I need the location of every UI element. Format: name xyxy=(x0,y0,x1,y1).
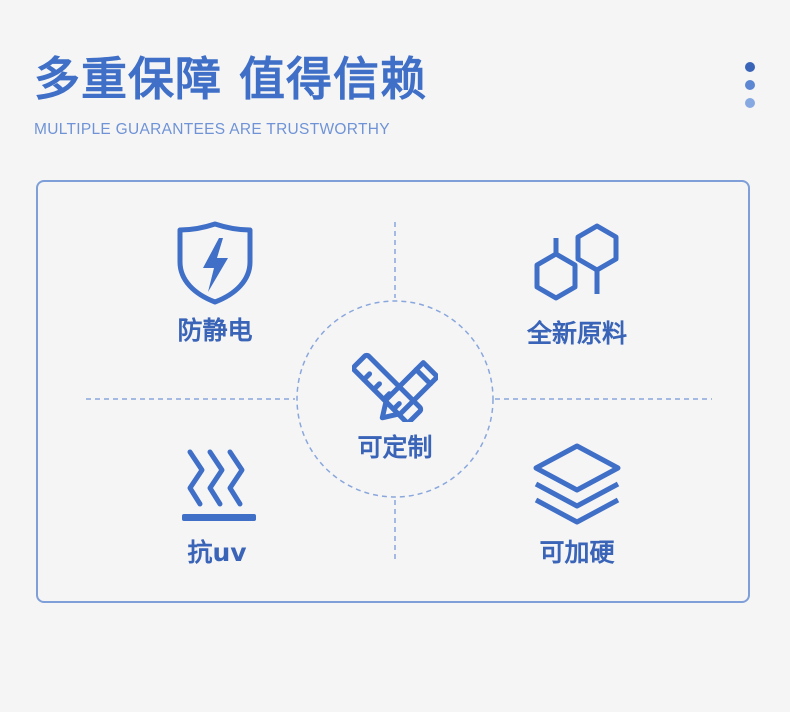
page-subtitle: MULTIPLE GUARANTEES ARE TRUSTWORTHY xyxy=(34,121,390,138)
dot-icon xyxy=(745,80,755,90)
feature-label-antistatic: 防静电 xyxy=(177,316,253,345)
more-menu-icon[interactable] xyxy=(744,62,756,110)
dot-icon xyxy=(745,62,755,72)
feature-label-custom: 可定制 xyxy=(357,433,433,462)
page-title: 多重保障 值得信赖 xyxy=(34,52,428,106)
molecule-icon xyxy=(534,223,619,301)
dot-icon xyxy=(745,98,755,108)
layers-icon xyxy=(533,443,621,525)
feature-label-anti-uv: 抗uv xyxy=(187,538,247,567)
pencil-ruler-icon xyxy=(352,352,438,422)
lightning-shield-icon xyxy=(177,221,253,305)
heat-waves-icon xyxy=(182,449,256,521)
feature-label-raw-material: 全新原料 xyxy=(526,319,628,348)
feature-label-hardenable: 可加硬 xyxy=(539,538,615,567)
